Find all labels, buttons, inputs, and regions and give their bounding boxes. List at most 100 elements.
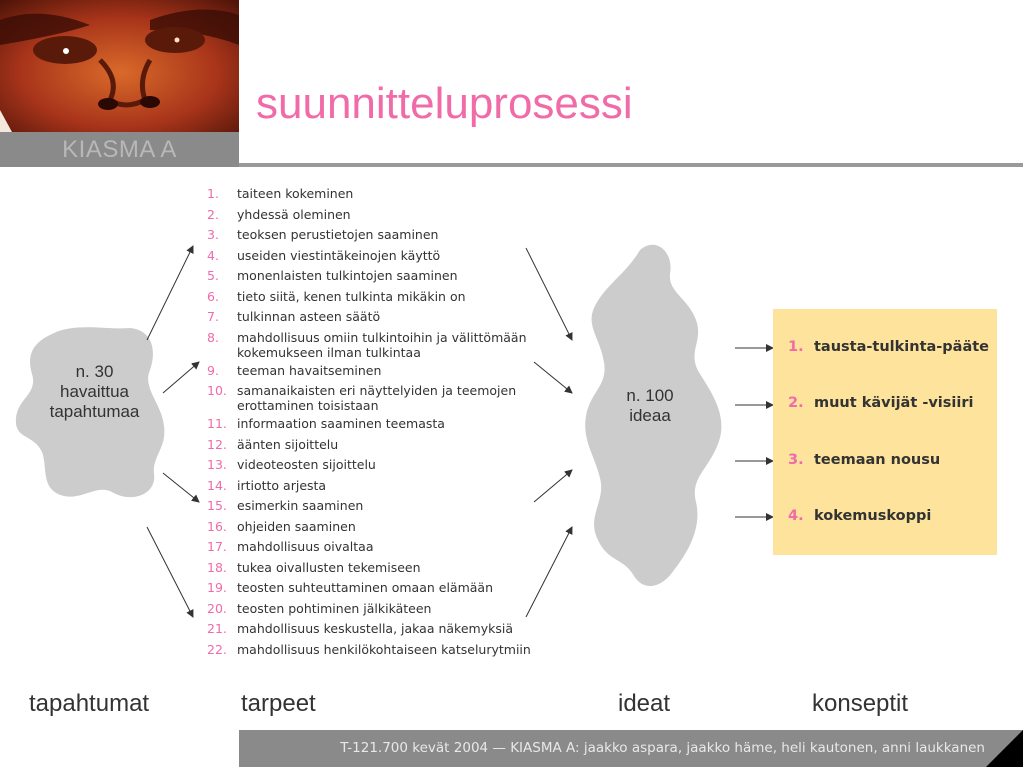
need-item: 5. monenlaisten tulkintojen saaminen bbox=[207, 268, 567, 283]
arrow-needs-to-ideas bbox=[533, 469, 573, 503]
events-blob-line: n. 30 bbox=[75, 362, 114, 381]
need-number: 12. bbox=[207, 436, 227, 452]
concepts-box: 1. tausta-tulkinta-pääte 2. muut kävijät -… bbox=[773, 309, 997, 555]
events-blob-line: havaittua bbox=[60, 382, 129, 401]
need-text: monenlaisten tulkintojen saaminen bbox=[237, 268, 458, 283]
arrow-needs-to-ideas bbox=[533, 361, 573, 394]
need-number: 11. bbox=[207, 416, 227, 431]
need-item: 19. teosten suhteuttaminen omaan elämään bbox=[207, 580, 567, 595]
need-number: 7. bbox=[207, 309, 219, 324]
need-number: 14. bbox=[207, 477, 227, 493]
need-number: 18. bbox=[207, 559, 227, 575]
need-item: 3. teoksen perustietojen saaminen bbox=[207, 227, 567, 242]
brand-label: KIASMA A bbox=[0, 132, 239, 167]
need-item: 1. taiteen kokeminen bbox=[207, 186, 567, 201]
need-text: tieto siitä, kenen tulkinta mikäkin on bbox=[237, 288, 466, 304]
need-text: informaation saaminen teemasta bbox=[237, 416, 445, 431]
need-item: 7.tulkinnan asteen säätö bbox=[207, 309, 567, 324]
need-number: 10. bbox=[207, 383, 227, 398]
need-text: mahdollisuus oivaltaa bbox=[237, 539, 374, 554]
ideas-blob-text: n. 100 ideaa bbox=[605, 386, 695, 426]
ideas-blob-line: n. 100 bbox=[626, 386, 674, 405]
need-text: teosten suhteuttaminen omaan elämään bbox=[237, 580, 494, 595]
arrow-needs-to-ideas bbox=[525, 526, 573, 618]
need-number: 9. bbox=[207, 362, 219, 378]
need-text: esimerkin saaminen bbox=[237, 498, 364, 513]
need-number: 16. bbox=[207, 518, 227, 534]
events-blob bbox=[15, 327, 165, 498]
events-blob-line: tapahtumaa bbox=[49, 402, 140, 421]
arrow-needs-to-ideas bbox=[525, 247, 573, 341]
need-text: yhdessä oleminen bbox=[237, 206, 351, 222]
footer-text: T-121.700 kevät 2004 — KIASMA A: jaakko … bbox=[340, 740, 985, 756]
arrow-events-to-needs bbox=[162, 361, 200, 394]
corner-triangle-icon bbox=[986, 730, 1023, 767]
need-text: videoteosten sijoittelu bbox=[237, 457, 376, 472]
label-needs: tarpeet bbox=[241, 690, 316, 717]
need-text: teosten pohtiminen jälkikäteen bbox=[237, 600, 432, 616]
need-number: 15. bbox=[207, 498, 227, 513]
need-text: mahdollisuus henkilökohtaiseen katselury… bbox=[237, 641, 531, 657]
need-item: 20.teosten pohtiminen jälkikäteen bbox=[207, 601, 567, 616]
concept-number: 4. bbox=[788, 508, 804, 524]
need-text: irtiotto arjesta bbox=[237, 477, 327, 493]
need-number: 2. bbox=[207, 206, 219, 222]
need-text: taiteen kokeminen bbox=[237, 186, 354, 201]
concept-label: muut kävijät -visiiri bbox=[814, 395, 974, 411]
need-text: tukea oivallusten tekemiseen bbox=[237, 559, 421, 575]
arrow-events-to-needs bbox=[146, 245, 194, 341]
header-photo bbox=[0, 0, 239, 132]
need-item: 18. tukea oivallusten tekemiseen bbox=[207, 560, 567, 575]
need-item: 6. tieto siitä, kenen tulkinta mikäkin on bbox=[207, 289, 567, 304]
arrow-events-to-needs bbox=[146, 526, 194, 618]
need-item: 22.mahdollisuus henkilökohtaiseen katsel… bbox=[207, 642, 567, 657]
label-concepts: konseptit bbox=[812, 690, 909, 717]
concept-item: 2. muut kävijät -visiiri bbox=[788, 395, 973, 411]
need-number: 5. bbox=[207, 268, 219, 283]
need-number: 6. bbox=[207, 288, 219, 304]
need-item: 8. mahdollisuus omiin tulkintoihin ja väl… bbox=[207, 330, 567, 360]
concept-number: 1. bbox=[788, 339, 804, 355]
need-item: 12. äänten sijoittelu bbox=[207, 437, 567, 452]
need-text: teoksen perustietojen saaminen bbox=[237, 227, 439, 242]
need-number: 21. bbox=[207, 621, 227, 636]
need-item: 16. ohjeiden saaminen bbox=[207, 519, 567, 534]
need-number: 17. bbox=[207, 539, 227, 554]
concept-number: 2. bbox=[788, 395, 804, 411]
need-text: ohjeiden saaminen bbox=[237, 518, 356, 534]
need-text: useiden viestintäkeinojen käyttö bbox=[237, 247, 441, 263]
concept-item: 4. kokemuskoppi bbox=[788, 508, 931, 524]
need-number: 1. bbox=[207, 186, 219, 201]
need-number: 3. bbox=[207, 227, 219, 242]
need-text: äänten sijoittelu bbox=[237, 436, 339, 452]
concept-number: 3. bbox=[788, 452, 804, 468]
page-title: suunnitteluprosessi bbox=[256, 79, 633, 128]
need-item: 10. samanaikaisten eri näyttelyiden ja te… bbox=[207, 383, 567, 413]
concept-label: kokemuskoppi bbox=[814, 508, 932, 524]
need-number: 13. bbox=[207, 457, 227, 472]
need-item: 14. irtiotto arjesta bbox=[207, 478, 567, 493]
label-ideas: ideat bbox=[618, 690, 671, 717]
footer-bar: T-121.700 kevät 2004 — KIASMA A: jaakko … bbox=[239, 730, 1023, 767]
ideas-blob bbox=[585, 244, 722, 587]
ideas-blob-line: ideaa bbox=[629, 406, 671, 425]
need-number: 4. bbox=[207, 247, 219, 263]
need-item: 17. mahdollisuus oivaltaa bbox=[207, 539, 567, 554]
need-item: 2. yhdessä oleminen bbox=[207, 207, 567, 222]
label-events: tapahtumat bbox=[29, 690, 150, 717]
need-text: mahdollisuus omiin tulkintoihin ja välit… bbox=[237, 329, 527, 360]
events-blob-text: n. 30 havaittua tapahtumaa bbox=[22, 362, 167, 422]
need-text: teeman havaitseminen bbox=[237, 362, 382, 378]
arrow-events-to-needs bbox=[162, 472, 200, 503]
need-number: 8. bbox=[207, 329, 219, 345]
need-item: 11. informaation saaminen teemasta bbox=[207, 416, 567, 431]
need-item: 21.mahdollisuus keskustella, jakaa näkem… bbox=[207, 621, 567, 636]
concept-item: 1. tausta-tulkinta-pääte bbox=[788, 339, 989, 355]
need-text: samanaikaisten eri näyttelyiden ja teemo… bbox=[237, 383, 517, 413]
need-number: 19. bbox=[207, 580, 227, 595]
need-item: 13. videoteosten sijoittelu bbox=[207, 457, 567, 472]
concept-label: tausta-tulkinta-pääte bbox=[814, 339, 990, 355]
concept-label: teemaan nousu bbox=[814, 452, 941, 468]
concept-item: 3. teemaan nousu bbox=[788, 452, 940, 468]
